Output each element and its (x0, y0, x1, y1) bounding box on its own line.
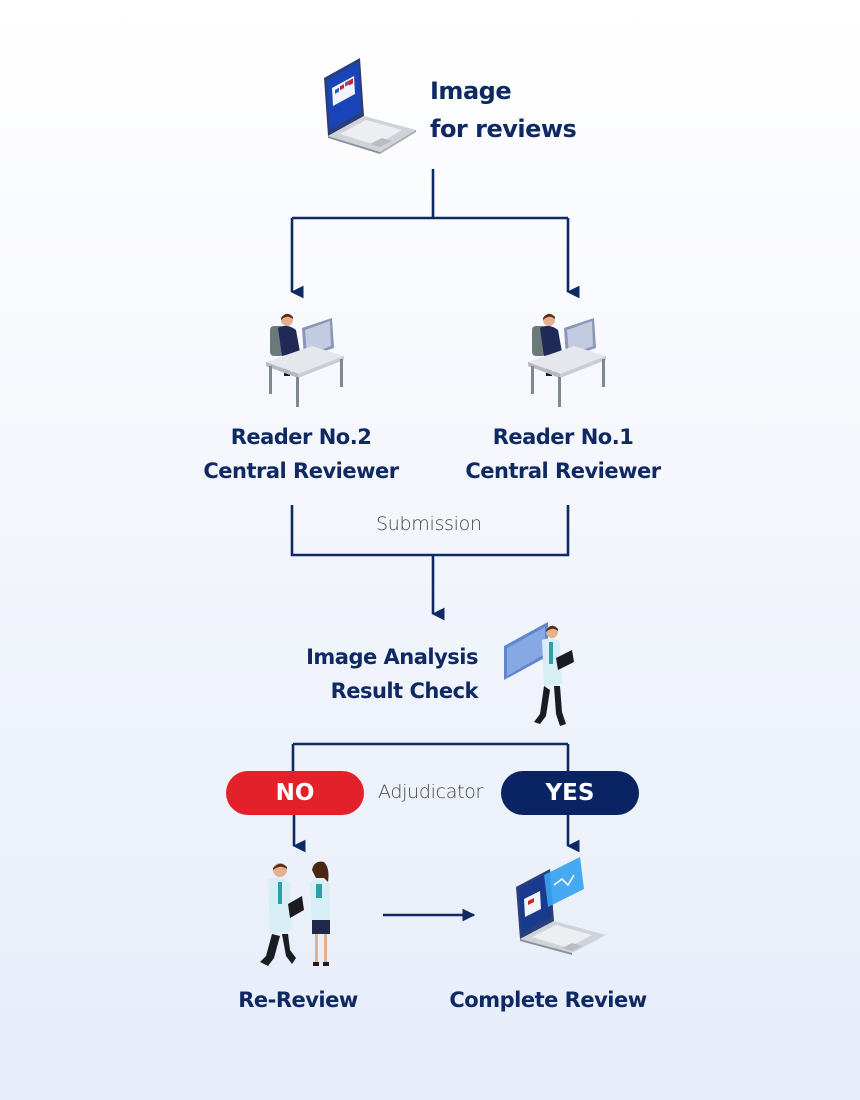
source-title-line2: for reviews (430, 115, 577, 143)
check-title-line2: Result Check (330, 679, 479, 703)
adjudicator-label: Adjudicator (378, 781, 484, 803)
doctor-with-screen-icon (500, 618, 580, 730)
reader2-title-line1: Reader No.2 (230, 425, 372, 449)
source-laptop-icon (316, 50, 420, 154)
reader2-reviewer-icon (262, 308, 346, 408)
laptop-chart-icon (510, 855, 610, 955)
check-title-line1: Image Analysis (306, 645, 478, 669)
reader1-reviewer-icon (524, 308, 608, 408)
yes-decision-badge: YES (501, 771, 639, 815)
reader1-title: Reader No.1 Central Reviewer (458, 420, 668, 488)
complete-review-title: Complete Review (449, 988, 647, 1012)
rereview-title: Re-Review (238, 988, 358, 1012)
source-title: Image for reviews (430, 72, 577, 148)
check-title: Image Analysis Result Check (288, 640, 478, 708)
reader2-title: Reader No.2 Central Reviewer (196, 420, 406, 488)
reader2-title-line2: Central Reviewer (203, 459, 399, 483)
submission-label: Submission (376, 513, 482, 535)
reader1-title-line2: Central Reviewer (465, 459, 661, 483)
source-title-line1: Image (430, 77, 512, 105)
reader1-title-line1: Reader No.1 (492, 425, 634, 449)
no-decision-badge: NO (226, 771, 364, 815)
doctors-consulting-icon (258, 858, 342, 970)
